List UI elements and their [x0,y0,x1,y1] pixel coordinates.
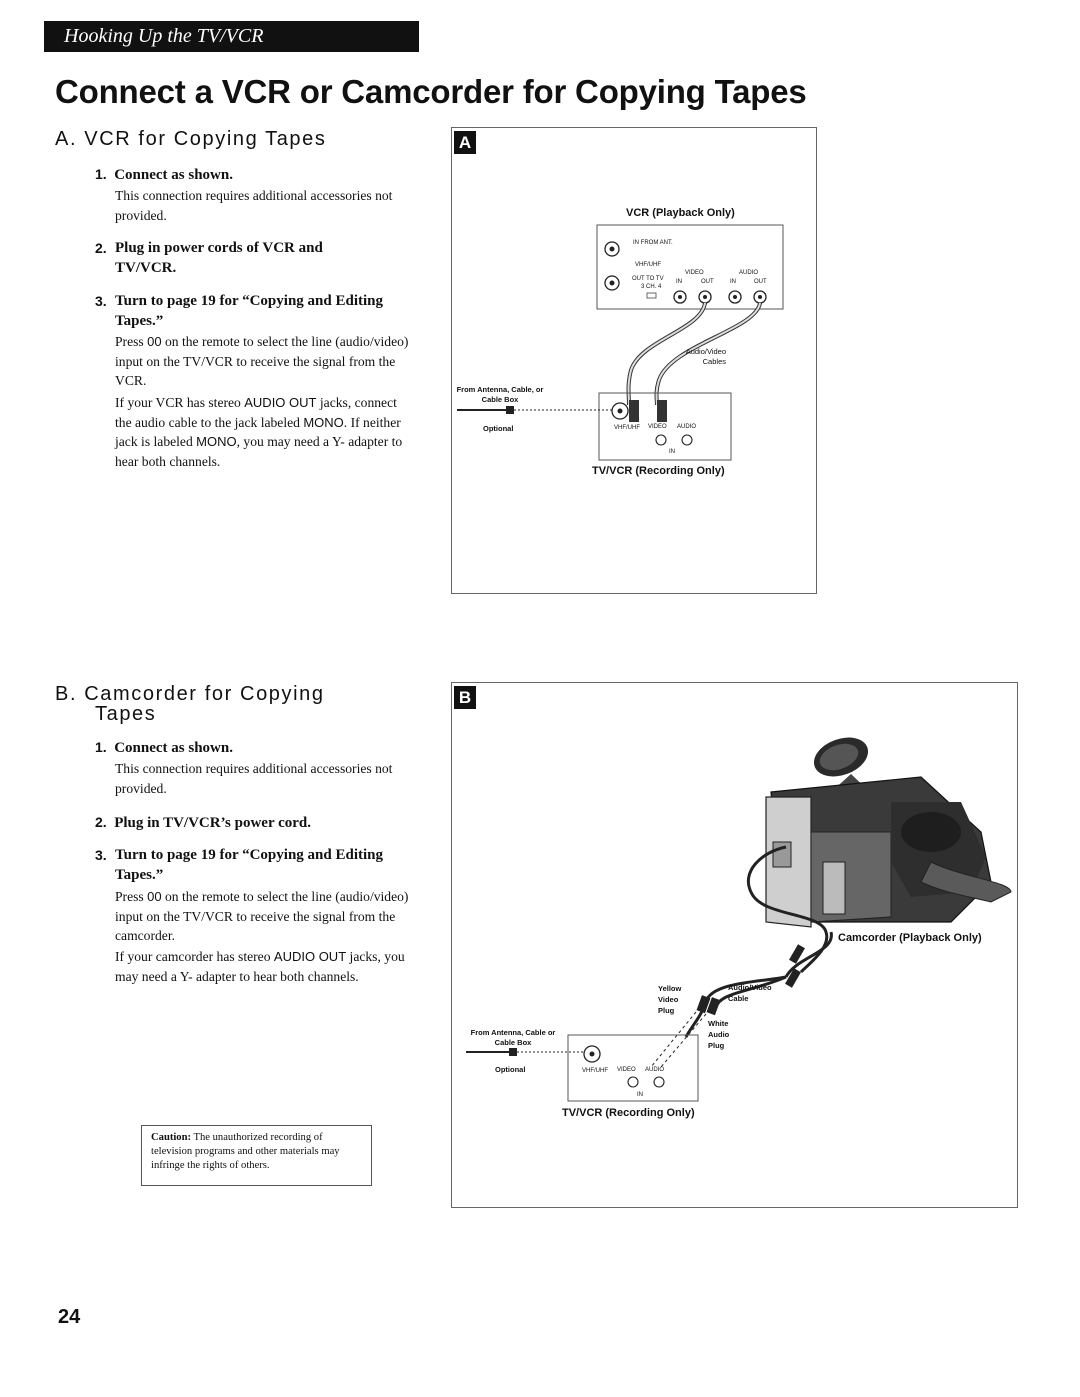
in-from-ant-label: IN FROM ANT. [633,240,673,246]
vcr-audio-label: AUDIO [739,270,759,276]
figure-b [451,682,1018,1208]
section-a-step-2: 2.Plug in power cords of VCR and TV/VCR. [95,240,323,276]
channel-label: 3 CH. 4 [641,284,662,290]
tvvcr-video-plug [629,400,639,422]
section-b-step-3-para-1: Press 00 on the remote to select the lin… [115,889,409,944]
tvvcr-vhf-label: VHF/UHF [614,425,640,431]
caution-note: Caution: The unauthorized recording of t… [141,1125,372,1186]
tvvcr-recording-label-b: TV/VCR (Recording Only) [562,1107,695,1119]
tvvcr-audio-label-b: AUDIO [645,1067,665,1073]
page-title: Connect a VCR or Camcorder for Copying T… [55,73,807,110]
tvvcr-audio-plug [657,400,667,422]
page-number: 24 [58,1306,81,1328]
tvvcr-back-panel-b [567,1034,699,1102]
tvvcr-vhf-label-b: VHF/UHF [582,1068,608,1074]
tvvcr-video-label: VIDEO [648,424,667,430]
section-a-step-1-body: This connection requires additional acce… [115,188,393,223]
section-b-step-2: 2. Plug in TV/VCR’s power cord. [95,814,312,831]
tvvcr-in-label: IN [669,449,675,455]
section-b-step-3-para-2: If your camcorder has stereo AUDIO OUT j… [115,949,405,984]
section-tab: Hooking Up the TV/VCR [44,21,419,52]
camcorder-illustration [765,737,1012,928]
section-b-step-1-body: This connection requires additional acce… [115,761,393,796]
section-b-heading: B. Camcorder for Copying [55,683,325,705]
section-a-step-1: 1. Connect as shown. [95,166,233,183]
vhf-uhf-label: VHF/UHF [635,262,661,268]
vcr-back-panel [596,224,784,310]
section-a-step-3-para-1: Press 00 on the remote to select the lin… [115,334,409,389]
tvvcr-recording-label: TV/VCR (Recording Only) [592,465,725,477]
yellow-video-plug-label: Yellow Video Plug [658,984,682,1015]
figure-b-diagram [466,737,1012,1102]
section-a-step-3: 3.Turn to page 19 for “Copying and Editi… [95,293,383,329]
av-cables-label: Audio/Video Cables [685,347,726,366]
vcr-audio-in-label: IN [730,279,736,285]
section-b-step-3: 3.Turn to page 19 for “Copying and Editi… [95,847,383,883]
figure-a-diagram [457,224,784,461]
tvvcr-back-panel [598,392,732,461]
section-b-heading-line-2: Tapes [95,703,157,725]
camcorder-playback-label: Camcorder (Playback Only) [838,932,982,944]
tvvcr-video-label-b: VIDEO [617,1067,636,1073]
from-antenna-label-b: From Antenna, Cable or Cable Box [470,1028,556,1047]
section-b-step-1: 1. Connect as shown. [95,739,233,756]
tvvcr-audio-label: AUDIO [677,424,697,430]
white-audio-plug-label: White Audio Plug [708,1019,730,1050]
section-a-heading: A. VCR for Copying Tapes [55,128,327,150]
vcr-audio-out-label: OUT [754,279,767,285]
figure-a [451,127,817,594]
vcr-av-jacks [673,290,767,304]
figure-b-badge: B [454,686,476,709]
vcr-video-in-label: IN [676,279,682,285]
optional-label: Optional [483,424,514,433]
section-a-step-3-para-2: If your VCR has stereo AUDIO OUT jacks, … [115,395,403,470]
vcr-video-label: VIDEO [685,270,704,276]
vcr-video-out-label: OUT [701,279,714,285]
tvvcr-in-label-b: IN [637,1092,643,1098]
vcr-playback-label: VCR (Playback Only) [626,207,735,219]
out-to-tv-label: OUT TO TV [632,276,664,282]
figure-a-badge: A [454,131,476,154]
av-cable-label: Audio/Video Cable [728,983,772,1003]
from-antenna-label: From Antenna, Cable, or Cable Box [456,385,544,404]
optional-label-b: Optional [495,1065,526,1074]
